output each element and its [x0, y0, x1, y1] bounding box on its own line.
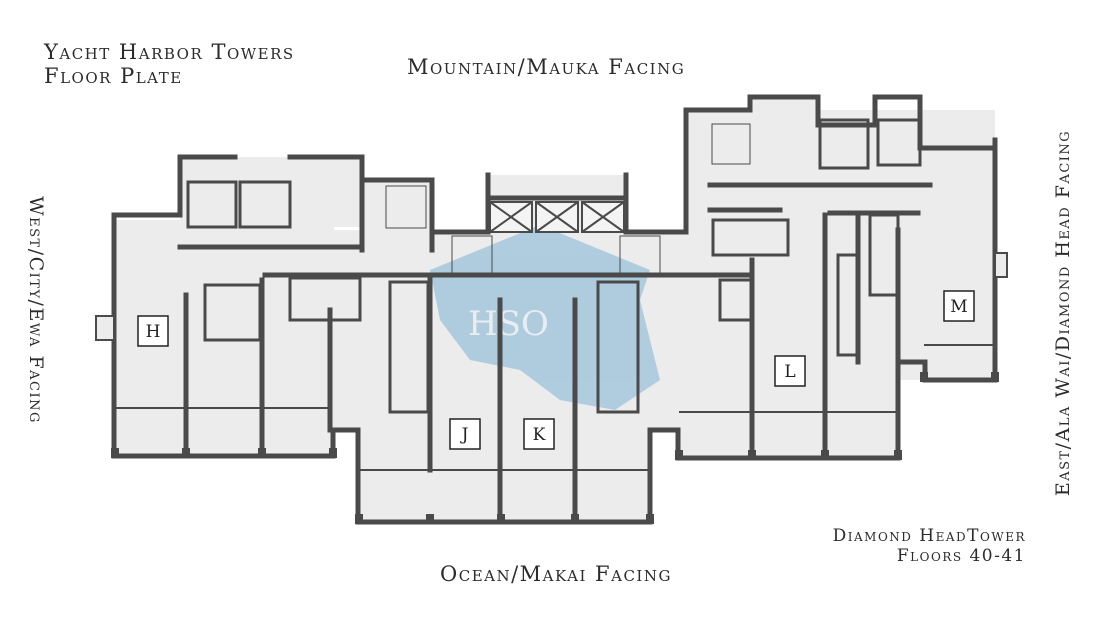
unit-l[interactable]: L [774, 355, 806, 387]
east-bay [994, 252, 1008, 278]
unit-h-box [137, 315, 169, 347]
floor-fill [114, 95, 995, 522]
title-line-1: Yacht Harbor Towers [44, 40, 295, 64]
unit-h[interactable]: H [137, 315, 169, 347]
title-line-2: Floor Plate [44, 64, 183, 88]
walls [111, 94, 998, 525]
watermark-logo: HSO [430, 225, 660, 410]
unit-m[interactable]: M [943, 290, 975, 322]
tower-floors-label: Diamond HeadTower Floors 40-41 [833, 526, 1026, 566]
unit-k-box [523, 418, 555, 450]
unit-m-label: M [950, 297, 967, 317]
elevators [489, 201, 625, 233]
tower-floors: Floors 40-41 [896, 546, 1026, 566]
floor-plate-title: Yacht Harbor Towers Floor Plate [44, 40, 295, 88]
unit-j-label: J [460, 425, 469, 445]
west-bay [95, 315, 115, 341]
tower-name: Diamond HeadTower [832, 526, 1026, 546]
unit-h-label: H [146, 322, 161, 342]
unit-j[interactable]: J [449, 418, 481, 450]
mauka-facing-label: Mountain/Mauka Facing [407, 55, 686, 79]
unit-l-box [774, 355, 806, 387]
unit-m-box [943, 290, 975, 322]
stairs [385, 123, 751, 277]
unit-k-label: K [533, 425, 546, 445]
watermark-text: HSO [468, 304, 549, 344]
unit-j-box [449, 418, 481, 450]
makai-facing-label: Ocean/Makai Facing [440, 562, 672, 586]
unit-k[interactable]: K [523, 418, 555, 450]
columns [111, 372, 999, 524]
unit-l-label: L [784, 362, 795, 382]
